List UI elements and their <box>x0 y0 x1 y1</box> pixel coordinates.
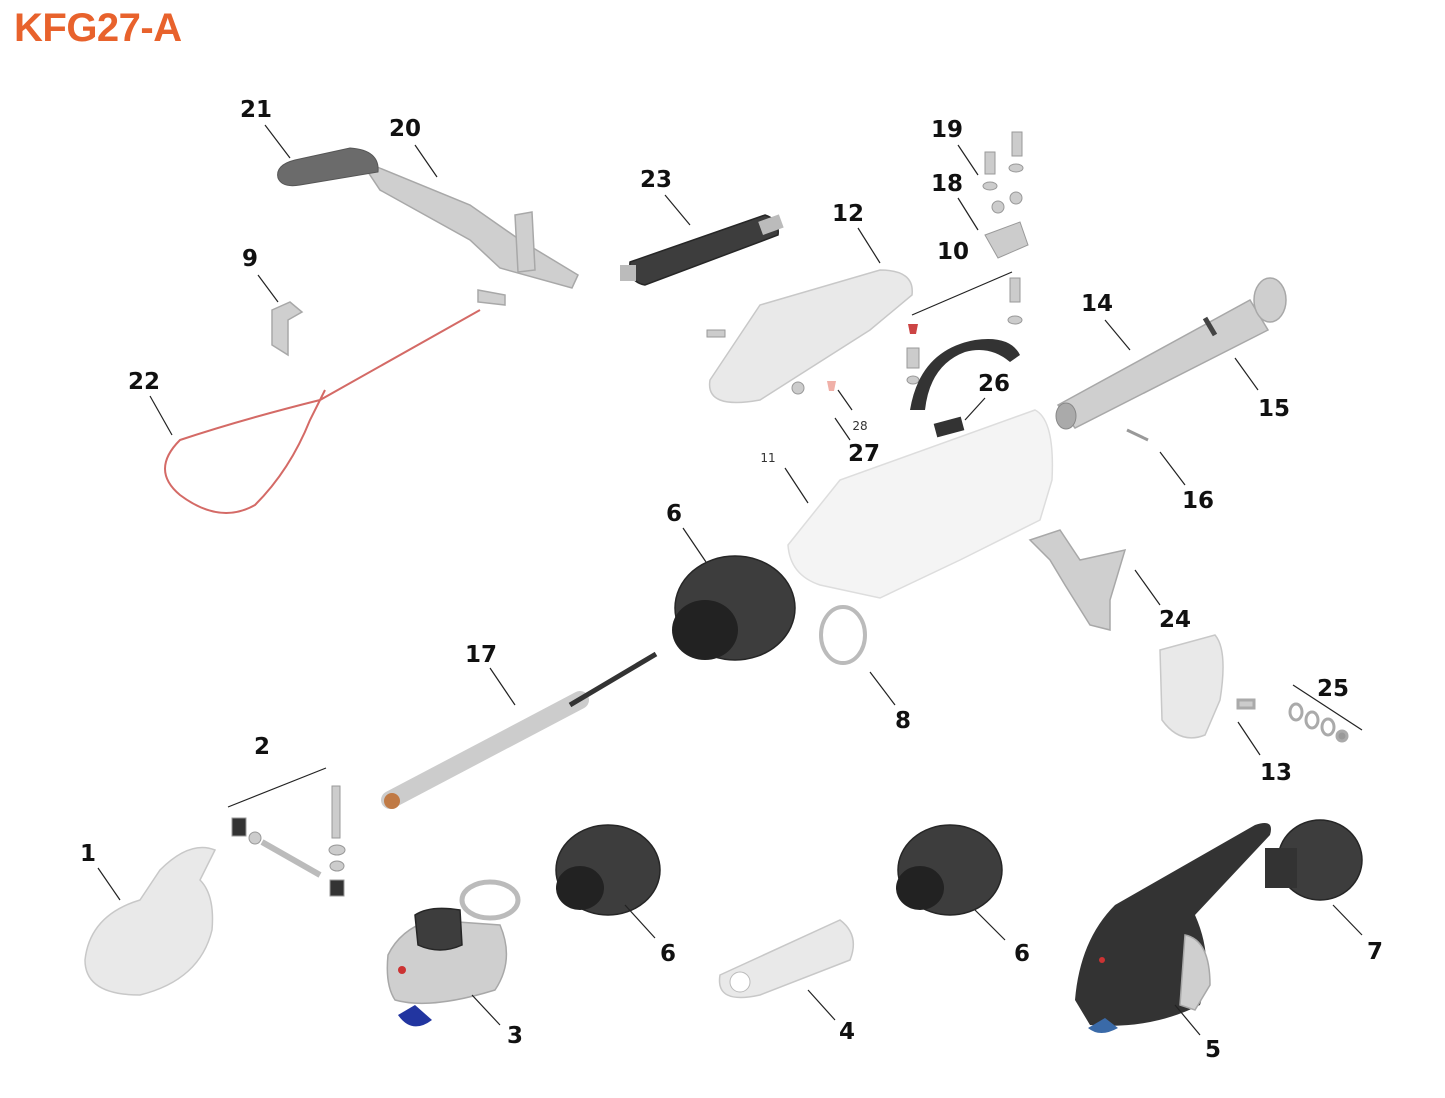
leader-line <box>664 194 691 226</box>
leader-line <box>1159 451 1186 486</box>
leader-line <box>857 227 881 264</box>
leader-line <box>471 994 501 1026</box>
part-pin <box>1126 428 1149 442</box>
part-coupling-head-1 <box>84 846 217 996</box>
part-coupling-lock <box>1028 529 1127 631</box>
callout-number: 26 <box>978 371 1010 397</box>
leader-line <box>414 144 438 178</box>
callout-number: 7 <box>1367 939 1383 965</box>
leader-line <box>964 397 986 421</box>
part-coupling-head-3 <box>386 879 521 1027</box>
leader-line <box>911 271 1013 316</box>
callout-number: 6 <box>660 941 676 967</box>
part-bellows-small-a <box>555 824 661 916</box>
leader-line <box>784 467 809 504</box>
callout-number: 20 <box>389 116 421 142</box>
part-handbrake-lever <box>358 158 579 306</box>
part-drawbar-tube <box>1055 277 1287 430</box>
part-bolts-washers <box>706 131 1029 395</box>
leader-line <box>834 417 851 441</box>
leader-line <box>869 671 896 706</box>
part-bellows-large <box>672 555 796 661</box>
callout-number: 13 <box>1260 760 1292 786</box>
part-housing <box>787 409 1054 599</box>
callout-number: 8 <box>895 708 911 734</box>
callout-number: 28 <box>852 419 867 433</box>
part-towing-eye <box>718 919 855 999</box>
part-bellows-small-c <box>1265 819 1363 901</box>
callout-number: 3 <box>507 1023 523 1049</box>
callout-number: 24 <box>1159 607 1191 633</box>
part-damper-rod <box>381 651 658 809</box>
part-bolt-set <box>231 785 346 897</box>
leader-line <box>974 909 1006 941</box>
leader-line <box>837 389 853 411</box>
leader-line <box>489 667 516 706</box>
leader-line <box>1134 569 1161 606</box>
leader-line <box>264 124 291 159</box>
part-plug-pink <box>827 381 836 391</box>
callout-number: 6 <box>1014 941 1030 967</box>
part-clamp <box>910 339 1020 410</box>
part-cover-plate <box>1159 634 1224 739</box>
callout-number: 4 <box>839 1019 855 1045</box>
callout-number: 23 <box>640 167 672 193</box>
callout-number: 22 <box>128 369 160 395</box>
leader-line <box>957 197 979 231</box>
callout-number: 11 <box>760 451 775 465</box>
callout-number: 15 <box>1258 396 1290 422</box>
part-pad <box>933 416 965 438</box>
leader-line <box>807 989 836 1021</box>
leader-line <box>1237 721 1261 756</box>
part-side-plate <box>708 269 913 404</box>
callout-number: 25 <box>1317 676 1349 702</box>
callout-number: 9 <box>242 246 258 272</box>
leader-lines <box>97 124 1363 1036</box>
callout-number: 6 <box>666 501 682 527</box>
callout-number: 14 <box>1081 291 1113 317</box>
callout-number: 19 <box>931 117 963 143</box>
callout-number: 17 <box>465 642 497 668</box>
leader-line <box>257 274 279 303</box>
callout-number: 18 <box>931 171 963 197</box>
part-handle-grip <box>277 147 379 187</box>
leader-line <box>97 867 121 901</box>
callout-number: 5 <box>1205 1037 1221 1063</box>
leader-line <box>682 527 707 563</box>
part-bellows-small-b <box>896 824 1003 916</box>
callout-number: 10 <box>937 239 969 265</box>
part-plug-red <box>908 324 918 334</box>
callout-number: 2 <box>254 734 270 760</box>
leader-line <box>149 395 173 436</box>
part-shock-absorber <box>620 214 784 286</box>
callout-number: 21 <box>240 97 272 123</box>
callout-number: 12 <box>832 201 864 227</box>
leader-line <box>1234 357 1259 391</box>
callout-number: 16 <box>1182 488 1214 514</box>
leader-line <box>624 904 656 939</box>
callout-number: 1 <box>80 841 96 867</box>
leader-line <box>1332 904 1363 936</box>
leader-line <box>957 144 979 176</box>
leader-line <box>1292 684 1363 731</box>
callout-number: 27 <box>848 441 880 467</box>
leader-line <box>1174 1004 1201 1036</box>
part-breakaway-cable <box>164 309 481 514</box>
part-clamp-ring <box>819 605 867 665</box>
leader-line <box>227 767 327 808</box>
part-washers <box>1236 698 1349 743</box>
part-bracket <box>271 301 304 357</box>
diagram-title: KFG27-A <box>14 6 182 50</box>
leader-line <box>1104 319 1131 351</box>
part-coupling-head-5 <box>1075 822 1271 1033</box>
